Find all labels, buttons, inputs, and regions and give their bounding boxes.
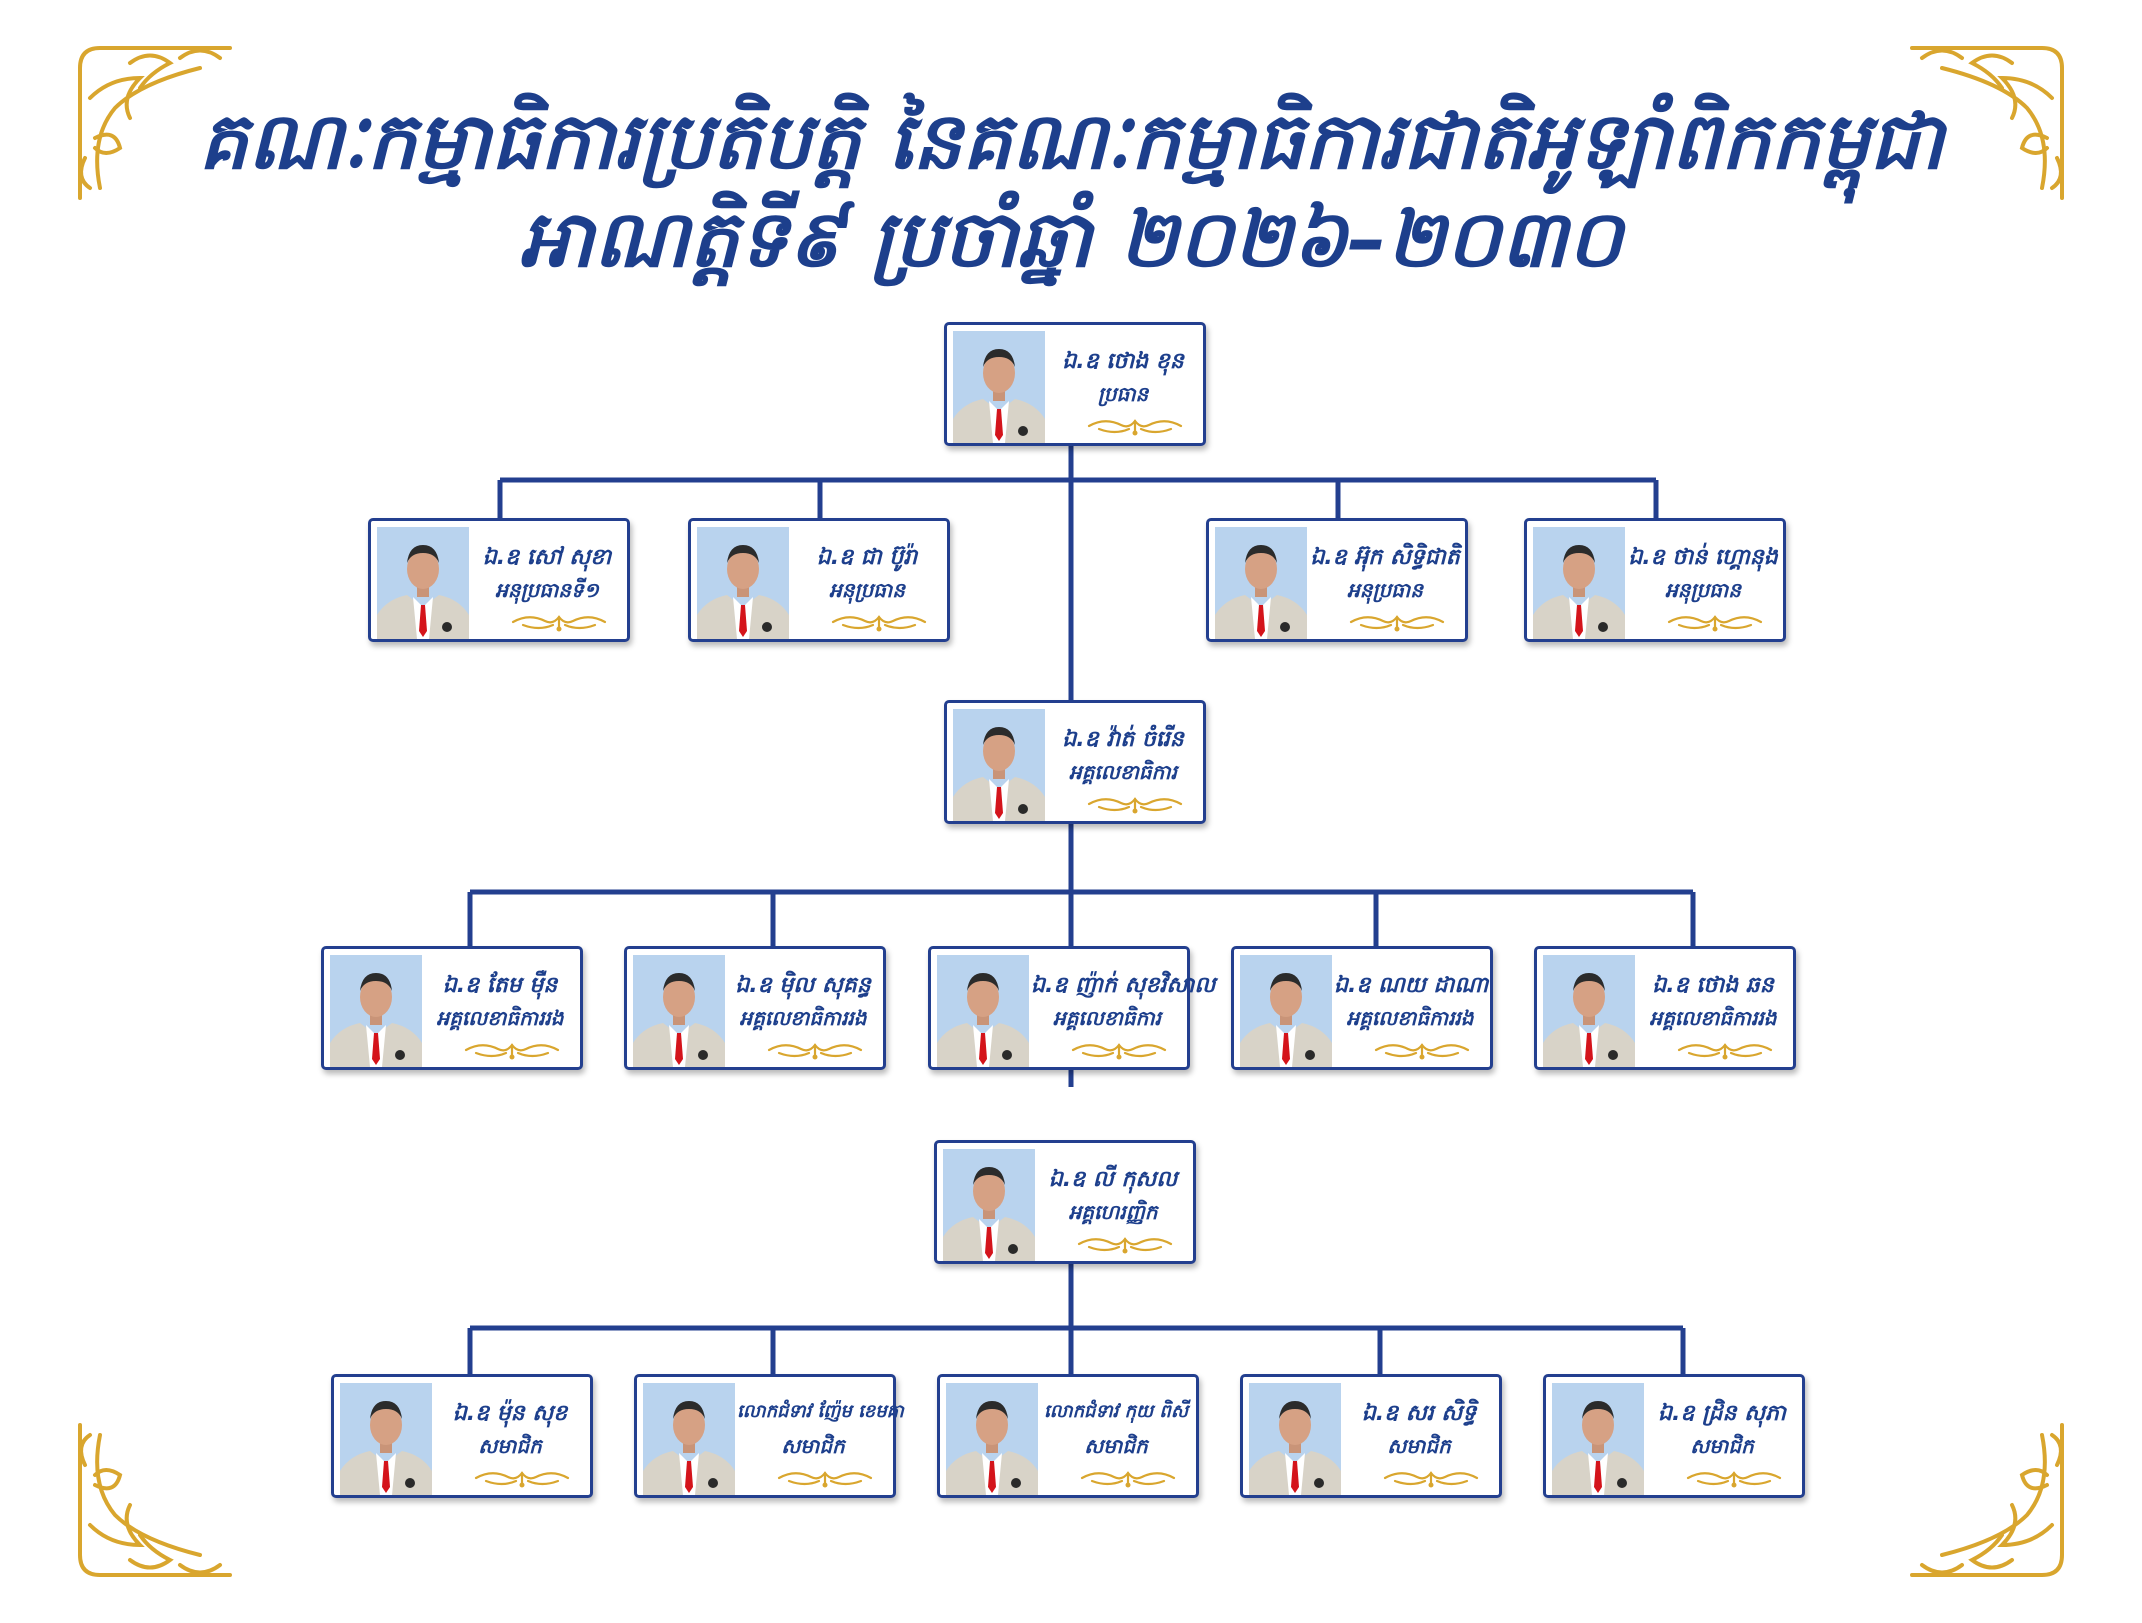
member-name: ឯ.ឧ ម៉ិល សុគន្ធ [735,973,871,998]
member-role: សមាជិក [478,1434,542,1458]
ornament-icon [1381,1467,1481,1489]
corner-ornament-icon [1902,38,2072,208]
member-role: អនុប្រធាន [1347,578,1423,602]
vice-president-card: ឯ.ឧ អ៊ុក សិទ្ធិជាតិ អនុប្រធាន [1206,518,1468,642]
member-role: សមាជិក [1690,1434,1754,1458]
member-role: អគ្គលេខាធិការរង [1346,1006,1474,1030]
ornament-icon [462,1039,562,1061]
member-name: ឯ.ឧ លី កុសល [1048,1167,1178,1192]
portrait-photo [1249,1383,1341,1495]
page-title-line-2: អាណត្តិទី៩ ប្រចាំឆ្នាំ ២០២៦–២០៣០ [519,195,1623,285]
member-card: ឯ.ឧ ដ្រិន សុភា សមាជិក [1543,1374,1805,1498]
ornament-icon [1347,611,1447,633]
ornament-icon [1078,1467,1178,1489]
deputy-secretary-card: ឯ.ឧ ម៉ិល សុគន្ធ អគ្គលេខាធិការរង [624,946,886,1070]
portrait-photo [1552,1383,1644,1495]
deputy-secretary-card: ឯ.ឧ ញ៉ាក់ សុខវិសាល អគ្គលេខាធិការ [928,946,1216,1070]
portrait-photo [1215,527,1307,639]
portrait-photo [1533,527,1625,639]
member-name: ឯ.ឧ ម៉ុន សុខ [452,1401,568,1426]
member-role: អគ្គលេខាធិការរង [436,1006,564,1030]
portrait-photo [946,1383,1038,1495]
portrait-photo [1240,955,1332,1067]
member-name: ឯ.ឧ ថោង ខុន [1062,349,1184,374]
member-role: អនុប្រធានទី១ [495,578,599,602]
member-name: ឯ.ឧ អ៊ុក សិទ្ធិជាតិ [1310,545,1460,570]
member-name: ឯ.ឧ សរ សិទ្ធិ [1361,1401,1477,1426]
member-card: ឯ.ឧ សរ សិទ្ធិ សមាជិក [1240,1374,1502,1498]
member-name: ឯ.ឧ ណយ ដាណា [1334,973,1489,998]
member-role: ប្រធាន [1097,382,1149,406]
ornament-icon [1085,793,1185,815]
corner-ornament-icon [70,1415,240,1585]
member-role: អគ្គលេខាធិការ [1053,1006,1161,1030]
member-role: សមាជិក [1084,1434,1148,1458]
ornament-icon [775,1467,875,1489]
ornament-icon [472,1467,572,1489]
member-name: ឯ.ឧ តែម ម៉ឺន [442,973,558,998]
portrait-photo [943,1149,1035,1261]
deputy-secretary-card: ឯ.ឧ ណយ ដាណា អគ្គលេខាធិការរង [1231,946,1493,1070]
corner-ornament-icon [1902,1415,2072,1585]
portrait-photo [953,709,1045,821]
portrait-photo [340,1383,432,1495]
member-name: ឯ.ឧ ដ្រិន សុភា [1658,1401,1786,1426]
ornament-icon [1085,415,1185,437]
member-role: អនុប្រធាន [829,578,905,602]
member-name: ឯ.ឧ វ៉ាត់ ចំរើន [1062,727,1184,752]
member-name: ឯ.ឧ សៅ សុខា [482,545,612,570]
member-role: អគ្គលេខាធិការរង [1649,1006,1777,1030]
member-role: អគ្គលេខាធិការ [1069,760,1177,784]
portrait-photo [953,331,1045,443]
ornament-icon [765,1039,865,1061]
president-card: ឯ.ឧ ថោង ខុន ប្រធាន [944,322,1206,446]
portrait-photo [330,955,422,1067]
member-card: លោកជំទាវ ញ៉ែម ខេមគា សមាជិក [634,1374,904,1498]
member-role: អនុប្រធាន [1665,578,1741,602]
vice-president-card: ឯ.ឧ សៅ សុខា អនុប្រធានទី១ [368,518,630,642]
treasurer-card: ឯ.ឧ លី កុសល អគ្គហេរញ្ញិក [934,1140,1196,1264]
portrait-photo [633,955,725,1067]
vice-president-card: ឯ.ឧ ថាន់ ហ្គោនុង អនុប្រធាន [1524,518,1786,642]
member-name: ឯ.ឧ ញ៉ាក់ សុខវិសាល [1031,973,1216,998]
ornament-icon [829,611,929,633]
ornament-icon [1372,1039,1472,1061]
corner-ornament-icon [70,38,240,208]
member-card: លោកជំទាវ កុយ ពិសី សមាជិក [937,1374,1199,1498]
ornament-icon [1075,1233,1175,1255]
member-name: លោកជំទាវ ញ៉ែម ខេមគា [737,1401,904,1422]
member-role: សមាជិក [1387,1434,1451,1458]
member-name: លោកជំទាវ កុយ ពិសី [1044,1401,1188,1422]
page-title-line-1: គណៈកម្មាធិការប្រតិបត្តិ នៃគណៈកម្មាធិការជ… [198,97,1944,187]
secretary-general-card: ឯ.ឧ វ៉ាត់ ចំរើន អគ្គលេខាធិការ [944,700,1206,824]
portrait-photo [937,955,1029,1067]
ornament-icon [1684,1467,1784,1489]
portrait-photo [697,527,789,639]
member-role: អគ្គលេខាធិការរង [739,1006,867,1030]
portrait-photo [1543,955,1635,1067]
member-name: ឯ.ឧ ថោង ឆន [1652,973,1774,998]
deputy-secretary-card: ឯ.ឧ ថោង ឆន អគ្គលេខាធិការរង [1534,946,1796,1070]
deputy-secretary-card: ឯ.ឧ តែម ម៉ឺន អគ្គលេខាធិការរង [321,946,583,1070]
member-card: ឯ.ឧ ម៉ុន សុខ សមាជិក [331,1374,593,1498]
member-name: ឯ.ឧ ថាន់ ហ្គោនុង [1628,545,1778,570]
member-role: សមាជិក [781,1434,845,1458]
ornament-icon [1665,611,1765,633]
ornament-icon [1675,1039,1775,1061]
portrait-photo [643,1383,735,1495]
portrait-photo [377,527,469,639]
ornament-icon [509,611,609,633]
member-role: អគ្គហេរញ្ញិក [1068,1200,1158,1224]
ornament-icon [1069,1039,1169,1061]
vice-president-card: ឯ.ឧ ជា ប៊ូរ៉ា អនុប្រធាន [688,518,950,642]
member-name: ឯ.ឧ ជា ប៊ូរ៉ា [816,545,918,570]
